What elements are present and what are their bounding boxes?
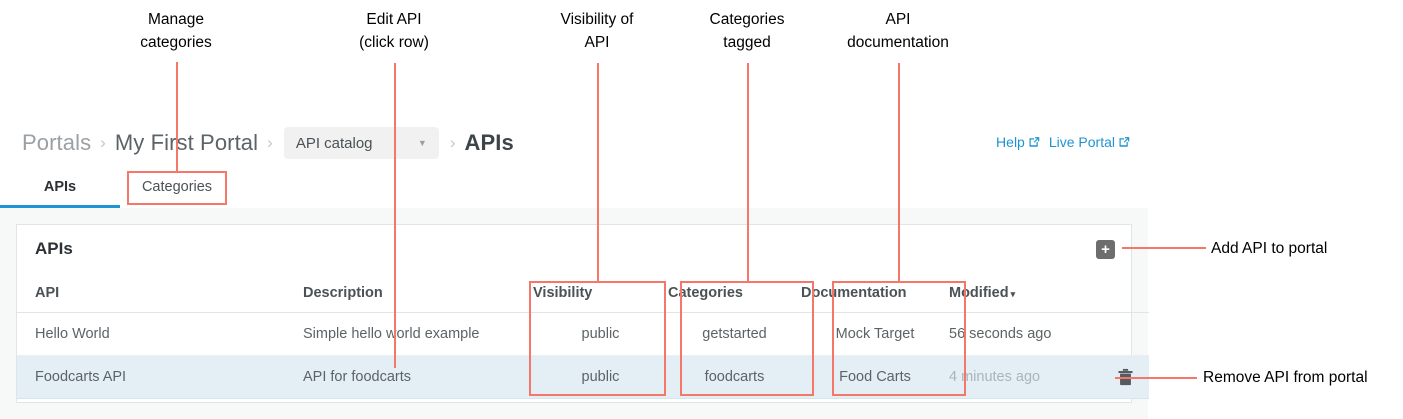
external-link-icon (1119, 137, 1130, 147)
help-link[interactable]: Help (996, 134, 1040, 150)
add-api-button[interactable]: + (1096, 240, 1115, 259)
annotation-leader-line (1122, 247, 1206, 249)
cell-api: Foodcarts API (17, 355, 303, 399)
column-header-api[interactable]: API (17, 279, 303, 313)
cell-description: API for foodcarts (303, 355, 533, 399)
cell-visibility: public (533, 355, 668, 399)
cell-documentation: Mock Target (801, 312, 949, 356)
cell-visibility: public (533, 312, 668, 356)
annotation-leader-line (898, 63, 900, 282)
column-header-visibility[interactable]: Visibility (533, 279, 668, 313)
cell-categories: getstarted (668, 312, 801, 356)
breadcrumb: Portals › My First Portal › API catalog … (22, 126, 514, 160)
apis-card: APIs + API Description Visibility Catego… (16, 224, 1149, 403)
annotation-label: Categories tagged (709, 11, 785, 51)
cell-documentation: Food Carts (801, 355, 949, 399)
annotation-leader-line (176, 62, 178, 172)
column-header-description[interactable]: Description (303, 279, 533, 313)
tab-bar: APIs Categories (0, 172, 1148, 209)
breadcrumb-separator-icon: › (449, 133, 456, 152)
breadcrumb-my-first-portal[interactable]: My First Portal (114, 130, 259, 155)
api-catalog-select[interactable]: API catalog ▼ (283, 127, 439, 159)
column-header-modified-label: Modified (949, 285, 1009, 301)
cell-modified: 56 seconds ago (949, 312, 1149, 356)
annotation-label: Remove API from portal (1203, 369, 1368, 386)
table-row[interactable]: Foodcarts API API for foodcarts public f… (17, 355, 1149, 399)
external-link-icon (1029, 137, 1040, 147)
cell-description: Simple hello world example (303, 312, 533, 356)
annotation-leader-line (394, 63, 396, 368)
cell-api: Hello World (17, 312, 303, 356)
live-portal-link-label: Live Portal (1048, 134, 1115, 150)
annotation-label: Visibility of API (560, 11, 634, 51)
annotation-leader-line (597, 63, 599, 282)
cell-categories: foodcarts (668, 355, 801, 399)
api-catalog-select-value: API catalog (295, 134, 373, 152)
column-header-categories[interactable]: Categories (668, 279, 801, 313)
annotation-label: Add API to portal (1211, 240, 1328, 257)
card-title: APIs (35, 239, 73, 258)
column-header-modified[interactable]: Modified▾ (949, 279, 1149, 313)
breadcrumb-apis: APIs (464, 130, 514, 155)
content-area: APIs + API Description Visibility Catego… (0, 208, 1149, 419)
breadcrumb-separator-icon: › (100, 133, 106, 152)
apis-table: API Description Visibility Categories Do… (17, 279, 1149, 399)
help-link-label: Help (996, 134, 1025, 150)
tab-categories[interactable]: Categories (141, 179, 213, 195)
chevron-down-icon: ▼ (417, 138, 427, 148)
breadcrumb-separator-icon: › (267, 133, 273, 152)
cell-modified-text: 4 minutes ago (949, 369, 1041, 385)
portal-admin-app: Portals › My First Portal › API catalog … (0, 110, 1149, 419)
sort-descending-icon: ▾ (1010, 289, 1016, 299)
annotation-label: Manage categories (140, 11, 212, 51)
trash-icon[interactable] (1118, 368, 1133, 386)
breadcrumb-portals[interactable]: Portals (22, 130, 92, 155)
table-header-row: API Description Visibility Categories Do… (17, 279, 1149, 313)
header-links: Help Live Portal (996, 134, 1130, 150)
tab-apis[interactable]: APIs (0, 172, 120, 208)
annotation-leader-line (1115, 377, 1197, 379)
annotation-label: Edit API (click row) (359, 11, 429, 51)
column-header-documentation[interactable]: Documentation (801, 279, 949, 313)
plus-icon: + (1101, 241, 1110, 258)
annotation-label: API documentation (847, 11, 949, 51)
live-portal-link[interactable]: Live Portal (1049, 134, 1130, 150)
annotation-leader-line (747, 63, 749, 282)
table-row[interactable]: Hello World Simple hello world example p… (17, 312, 1149, 356)
